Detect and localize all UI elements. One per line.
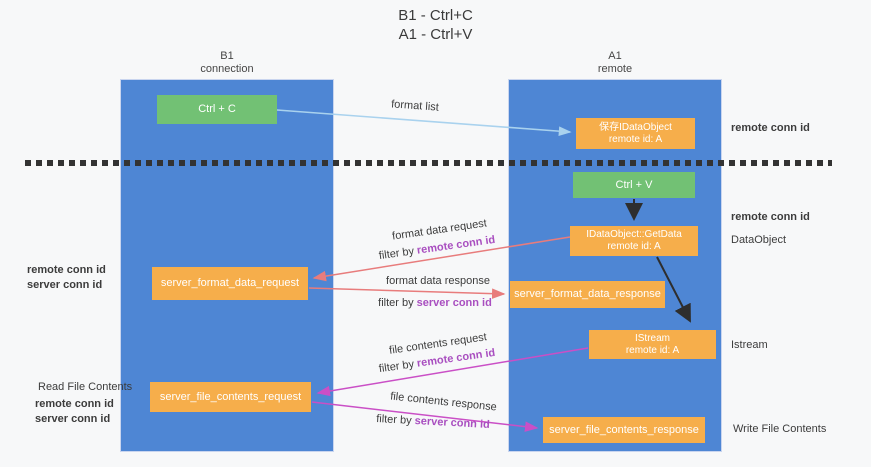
left-column-subtitle: connection (200, 63, 254, 75)
file-contents-request-arrow (316, 347, 589, 397)
ctrl-v-node: Ctrl + V (573, 172, 695, 198)
ctrl-c-label: Ctrl + C (198, 103, 236, 115)
idataobject-getdata-line1: IDataObject::GetData (586, 229, 682, 240)
server-format-data-response-label: server_format_data_response (514, 288, 661, 300)
diagram-title: B1 - Ctrl+C A1 - Ctrl+V (0, 6, 871, 44)
format-data-response-label: format data response (386, 275, 490, 287)
save-idataobject-node: 保存IDataObject remote id: A (576, 118, 695, 149)
server-file-contents-request-node: server_file_contents_request (150, 382, 311, 412)
ctrl-c-node: Ctrl + C (157, 95, 277, 124)
left-column-header: B1 connection (120, 50, 334, 76)
dataobject-label: DataObject (731, 234, 787, 246)
save-idataobject-line2: remote id: A (608, 133, 663, 145)
format-data-request-arrow (312, 236, 571, 282)
istream-line1: IStream (634, 332, 670, 344)
server-file-contents-response-node: server_file_contents_response (543, 417, 705, 443)
read-file-contents-label: Read File Contents (38, 381, 133, 393)
server-format-data-request-node: server_format_data_request (152, 267, 308, 300)
istream-line2: remote id: A (625, 344, 680, 356)
file-contents-response-arrow (311, 401, 539, 432)
server-format-data-response-node: server_format_data_response (510, 281, 665, 308)
format-data-response-arrow (308, 287, 506, 299)
ctrl-v-label: Ctrl + V (615, 178, 653, 191)
save-idataobject-line1: 保存IDataObject (599, 121, 672, 133)
write-file-contents-label: Write File Contents (733, 423, 827, 435)
left-server-conn-id-label-2: server conn id (35, 413, 111, 425)
idataobject-getdata-line2: remote id: A (607, 241, 661, 252)
right-column-header: A1 remote (508, 50, 722, 76)
server-conn-id-text: server conn id (416, 297, 492, 309)
istream-side-label: Istream (731, 339, 768, 351)
right-remote-conn-id-label-top: remote conn id (731, 122, 810, 134)
filter-by-text: filter by (378, 297, 414, 309)
right-column-subtitle: remote (597, 63, 633, 75)
getdata-to-istream-arrow (656, 256, 691, 323)
server-file-contents-request-label: server_file_contents_request (159, 390, 302, 403)
right-remote-conn-id-label-mid: remote conn id (731, 211, 810, 223)
idataobject-getdata-node: IDataObject::GetData remote id: A (570, 226, 698, 256)
left-server-conn-id-label: server conn id (27, 279, 103, 291)
filter-by-text: filter by (375, 413, 412, 427)
title-line-1: B1 - Ctrl+C (398, 7, 473, 24)
right-column-name: A1 (608, 50, 622, 62)
istream-node: IStream remote id: A (589, 330, 716, 359)
format-list-arrow (276, 109, 572, 136)
server-format-data-request-label: server_format_data_request (160, 277, 300, 289)
left-remote-conn-id-label: remote conn id (27, 264, 106, 276)
left-column-name: B1 (220, 50, 234, 62)
left-remote-conn-id-label-2: remote conn id (35, 398, 114, 410)
server-file-contents-response-label: server_file_contents_response (549, 423, 699, 436)
title-line-2: A1 - Ctrl+V (398, 26, 473, 43)
